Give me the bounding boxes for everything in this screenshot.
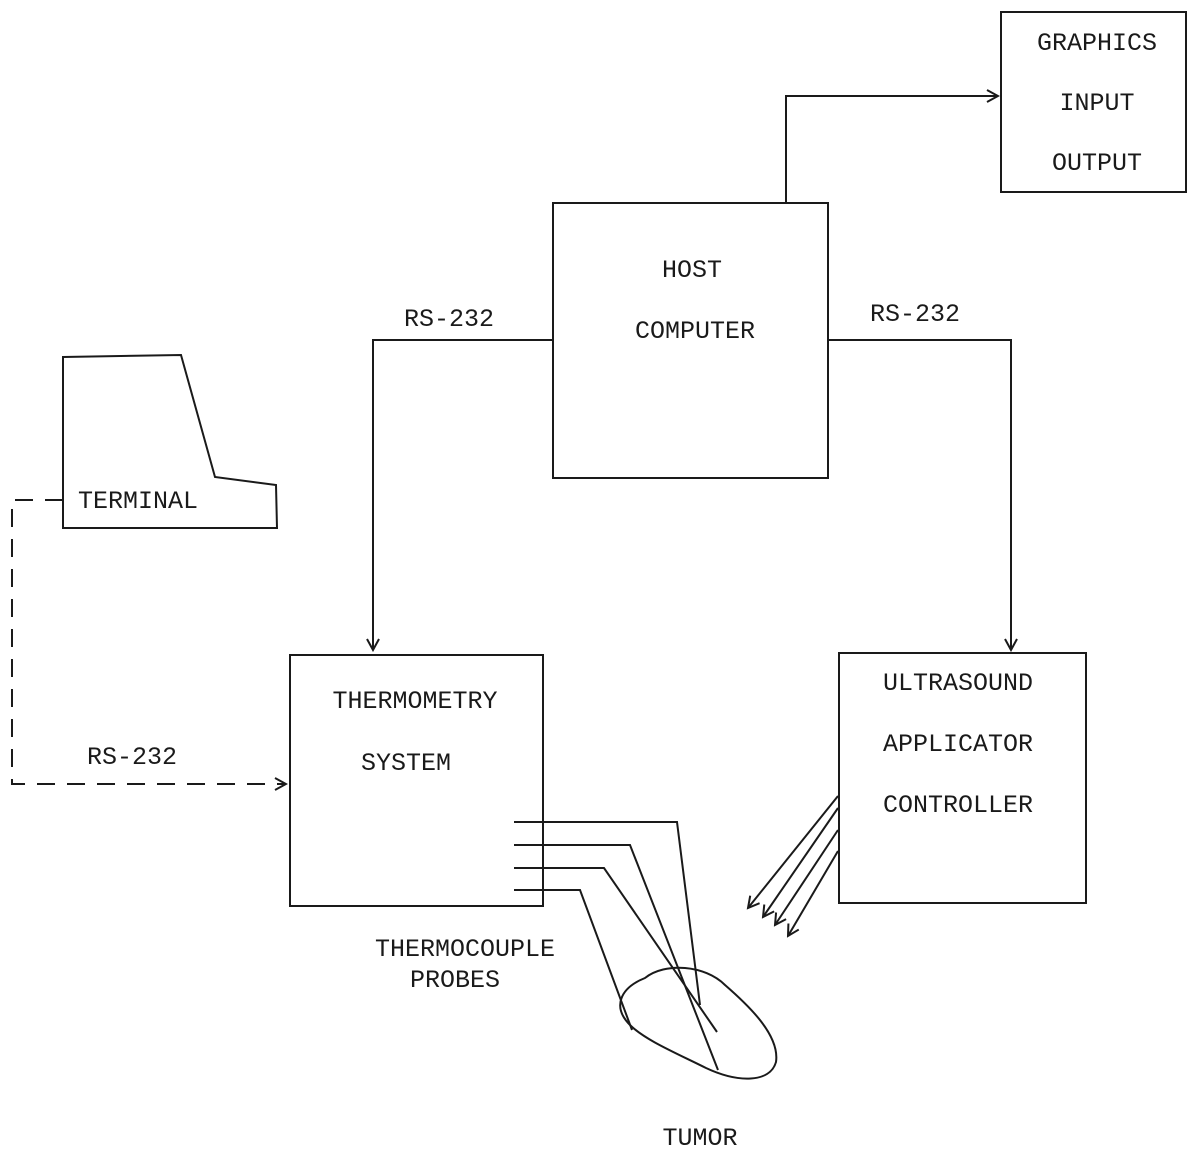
host-to-ultrasound-arrow (828, 340, 1011, 650)
ultrasound-label-line1: ULTRASOUND (883, 669, 1033, 698)
thermometry-label-line2: SYSTEM (361, 749, 451, 778)
host-to-thermometry-arrow (373, 340, 553, 650)
host-label-line2: COMPUTER (635, 317, 755, 346)
host-computer-block: HOST COMPUTER (553, 203, 828, 478)
probes-label-line1: THERMOCOUPLE (375, 935, 555, 964)
graphics-label-line1: GRAPHICS (1037, 29, 1157, 58)
terminal-label: TERMINAL (78, 487, 198, 516)
terminal-to-thermometry-dashed-arrow (12, 500, 286, 784)
rs232-label-terminal: RS-232 (87, 743, 177, 772)
rs232-label-left: RS-232 (404, 305, 494, 334)
thermometry-label-line1: THERMOMETRY (332, 687, 497, 716)
probes-label-line2: PROBES (410, 966, 500, 995)
graphics-label-line2: INPUT (1059, 89, 1134, 118)
terminal-block: TERMINAL (63, 355, 277, 528)
ultrasound-label-line2: APPLICATOR (883, 730, 1033, 759)
thermometry-system-block: THERMOMETRY SYSTEM (290, 655, 543, 906)
host-label-line1: HOST (662, 256, 722, 285)
tumor-label: TUMOR (662, 1124, 737, 1153)
host-to-graphics-arrow (786, 96, 998, 203)
rs232-label-right: RS-232 (870, 300, 960, 329)
ultrasound-controller-block: ULTRASOUND APPLICATOR CONTROLLER (839, 653, 1086, 903)
graphics-io-block: GRAPHICS INPUT OUTPUT (1001, 12, 1186, 192)
ultrasound-label-line3: CONTROLLER (883, 791, 1033, 820)
ultrasound-beam-arrows (748, 796, 838, 936)
graphics-label-line3: OUTPUT (1052, 149, 1142, 178)
